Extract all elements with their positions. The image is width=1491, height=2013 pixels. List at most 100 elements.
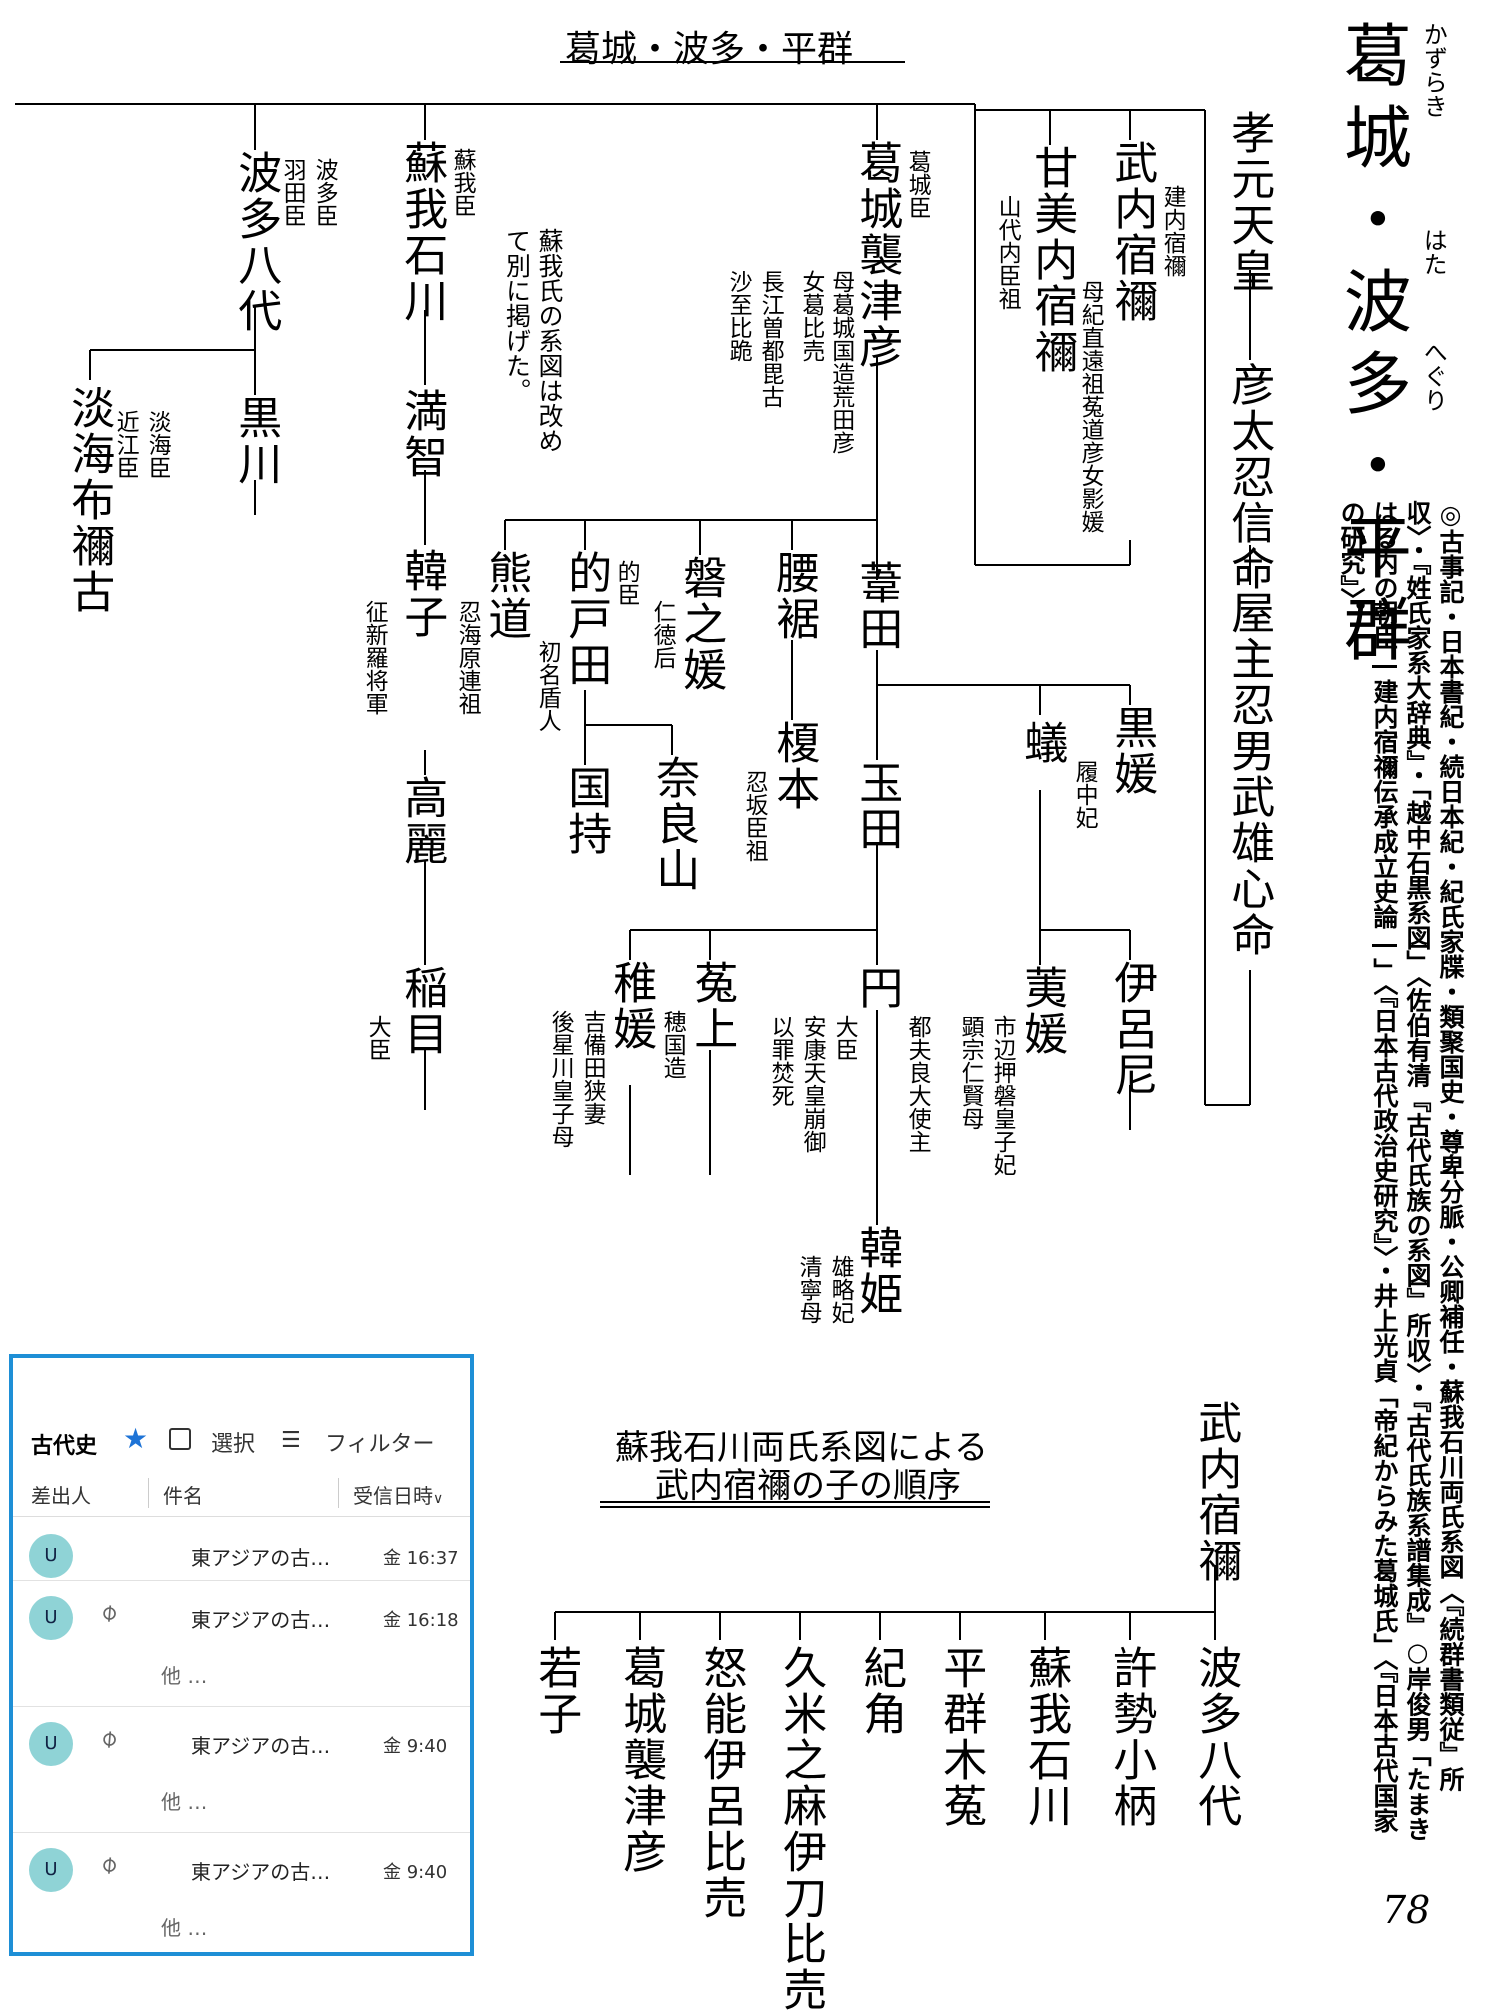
person-yanushi: 屋主忍男武雄心命 [1223,590,1275,958]
person-iname: 稲目 [396,965,448,1057]
karako-note: 征新羅将軍 [361,600,388,715]
ito-note2: 初名盾人 [534,640,561,732]
page-number: 78 [1382,1888,1431,1932]
col-divider [338,1478,339,1508]
soga-note: 蘇我臣 [449,148,476,217]
person-tamada: 玉田 [851,760,903,852]
hata-note2: 羽田臣 [279,158,306,227]
uhe-note: 穂国造 [659,1010,686,1079]
haehime-note1: 市辺押磐皇子妃 [989,1015,1016,1176]
wakahime-note2: 後星川皇子母 [547,1010,574,1148]
sources-note: ◎古事記・日本書紀・続日本紀・紀氏家牒・類聚国史・尊卑分脈・公卿補任・蘇我石川両… [1337,500,1465,1842]
mail-subject: 東アジアの古… [191,1608,331,1632]
avatar: U [29,1534,73,1578]
filter-button[interactable]: フィルター [325,1432,435,1457]
mail-more: 他 … [161,1916,208,1940]
person-koshitsubo: 腰裾 [768,550,820,642]
bottom-child-2: 許勢小柄 [1105,1645,1157,1829]
mail-row[interactable]: U 東アジアの古… 金 16:37 [13,1520,470,1581]
mail-time: 金 16:37 [383,1548,459,1569]
katsuraki-note3: 沙至比跪 [725,270,752,362]
select-button[interactable]: 選択 [211,1432,256,1457]
karahime-note2: 清寧母 [795,1255,822,1324]
tsubura-note1: 大臣 [831,1015,858,1061]
person-koma: 高麗 [396,775,448,867]
mail-row[interactable]: U ⌀ 東アジアの古… 金 16:18 他 … [13,1582,470,1707]
avatar: U [29,1596,73,1640]
mail-row[interactable]: U ⌀ 東アジアの古… 金 9:40 他 … [13,1834,470,1954]
ruby-kazuraki: かずらき [1419,22,1448,118]
mail-list-panel: 古代史 ★ 選択 ☰ フィルター 差出人 件名 受信日時∨ U 東アジアの古… … [9,1354,474,1956]
bottom-child-7: 怒能伊呂比売 [695,1645,747,1921]
person-soga: 蘇我石川 [396,140,448,324]
mail-more: 他 … [161,1790,208,1814]
hata-note1: 波多臣 [311,158,338,227]
mail-row[interactable]: U ⌀ 東アジアの古… 金 9:40 他 … [13,1708,470,1833]
person-iwanohime: 磐之媛 [675,555,727,693]
kurohime-note: 履中妃 [1071,760,1098,829]
kumamichi-note: 忍海原連祖 [454,600,481,715]
person-hikofutsu: 彦太忍信命 [1223,362,1275,592]
person-takeuchi: 武内宿禰 [1106,140,1158,324]
person-iroshi: 伊呂尼 [1106,960,1158,1098]
col-received[interactable]: 受信日時∨ [353,1480,443,1509]
katsuraki-mother: 母葛城国造荒田彦女葛比売 [797,270,854,454]
awaumi-note2: 近江臣 [112,410,139,479]
umashi-note: 山代内臣祖 [994,195,1021,310]
person-umashi: 甘美内宿禰 [1026,145,1078,375]
iwano-note: 仁徳后 [649,600,676,669]
tsubura-note2: 安康天皇崩御 [799,1015,826,1153]
ruby-hata: はた [1419,228,1448,276]
bottom-child-4: 平群木菟 [935,1645,987,1829]
bottom-heading-1: 蘇我石川両氏系図による [615,1428,988,1468]
select-icon[interactable] [169,1428,191,1450]
person-kunimochi: 国持 [560,765,612,857]
katsuraki-note2: 長江曽都毘古 [757,270,784,408]
ruby-heguri: へぐり [1419,340,1448,412]
takeuchi-mother: 母紀直遠祖菟道彦女影媛 [1077,280,1104,533]
avatar: U [29,1722,73,1766]
person-katsuraki: 葛城襲津彦 [851,140,903,370]
col-sender[interactable]: 差出人 [31,1484,91,1508]
mail-more: 他 … [161,1664,208,1688]
mail-time: 金 9:40 [383,1862,448,1883]
person-hata: 波多八代 [230,150,282,334]
star-icon[interactable]: ★ [123,1422,149,1455]
side-title: 葛城・波多・平群 [1331,20,1411,676]
bottom-child-8: 葛城襲津彦 [615,1645,667,1875]
bottom-child-9: 若子 [530,1645,582,1737]
chevron-down-icon: ∨ [433,1491,444,1507]
column-header: 差出人 件名 受信日時∨ [13,1470,470,1517]
person-awaumi: 淡海布禰古 [63,385,115,615]
katsuraki-note: 葛城臣 [904,150,931,219]
bottom-heading-2: 武内宿禰の子の順序 [655,1466,961,1506]
person-uhe: 菟上 [686,960,738,1052]
person-kogen: 孝元天皇 [1223,110,1275,294]
enoki-note: 忍坂臣祖 [741,770,768,862]
paperclip-icon: ⌀ [93,1722,123,1754]
mail-subject: 東アジアの古… [191,1734,331,1758]
soga-remark: 蘇我氏の系図は改めて別に掲げた。 [502,228,565,453]
paperclip-icon: ⌀ [93,1848,123,1880]
karahime-note1: 雄略妃 [827,1255,854,1324]
tsubura-note4: 都夫良大使主 [904,1015,931,1153]
page-title: 葛城・波多・平群 [565,29,854,70]
filter-icon[interactable]: ☰ [281,1428,301,1453]
person-machi: 満智 [396,388,448,480]
person-narayama: 奈良山 [648,755,700,893]
bottom-parent: 武内宿禰 [1190,1400,1242,1584]
person-karako: 韓子 [396,548,448,640]
person-kumamichi: 熊道 [480,550,532,642]
takeuchi-note: 建内宿禰 [1159,185,1186,277]
bottom-child-6: 久米之麻伊刀比売 [775,1645,827,2013]
wakahime-note1: 吉備田狭妻 [579,1010,606,1125]
person-enoki: 榎本 [768,720,820,812]
haehime-note2: 顕宗仁賢母 [957,1015,984,1130]
bottom-child-3: 蘇我石川 [1020,1645,1072,1829]
ito-note: 的臣 [613,560,640,606]
person-kurokawa: 黒川 [230,395,282,487]
genealogy-lines [15,61,1251,1640]
col-subject[interactable]: 件名 [163,1484,203,1508]
bottom-child-5: 紀角 [855,1645,907,1737]
avatar: U [29,1848,73,1892]
